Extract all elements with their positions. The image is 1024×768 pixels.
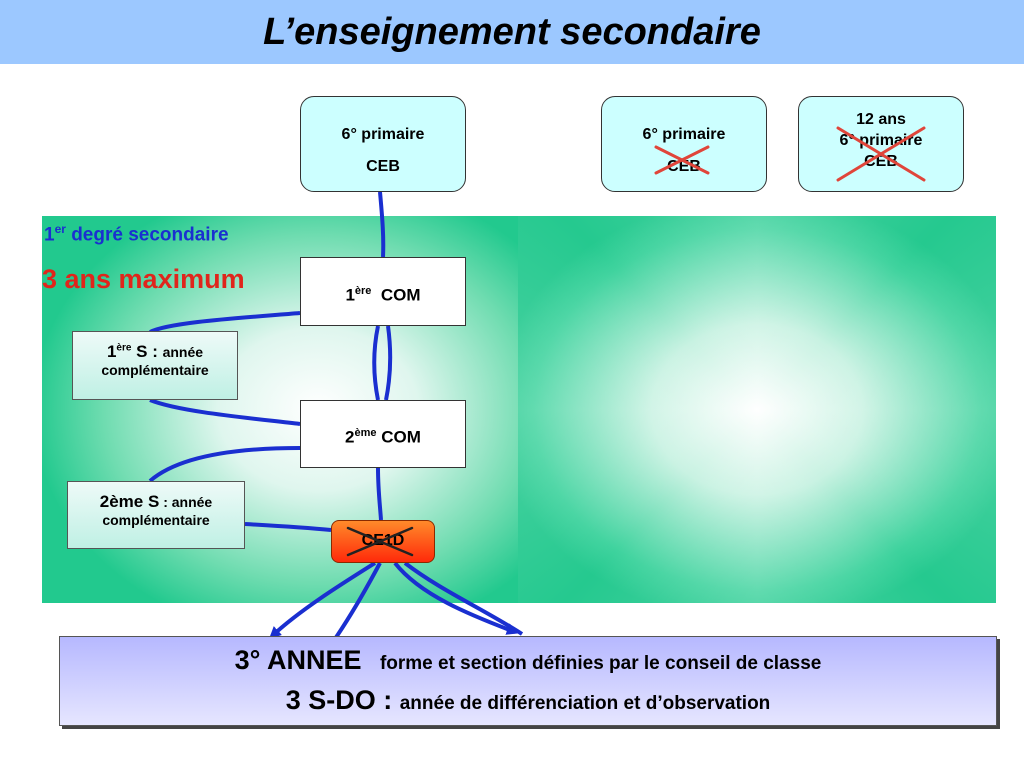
box-right-line2: 6° primaire <box>839 132 923 149</box>
connector-1s-to-2com <box>149 398 301 426</box>
degree-prefix: 1 <box>44 224 55 246</box>
degree-label: 1er degré secondaire <box>44 222 229 246</box>
arrow-ce1d-right-b <box>403 561 524 636</box>
bottom-line2-big: 3 S-DO : <box>285 685 400 715</box>
box-main-line1: 6° primaire <box>341 126 425 143</box>
com2-sup: ème <box>354 427 377 439</box>
s2-small1: : année <box>159 494 213 510</box>
box-right-line1: 12 ans <box>856 111 906 128</box>
box-3-annee: 3° ANNEE forme et section définies par l… <box>59 636 997 726</box>
connector-ceb-to-1com <box>378 191 386 258</box>
s2-big: 2ème S <box>99 492 160 511</box>
connector-1com-to-2com-a <box>372 325 380 401</box>
connector-2s-to-ce1d <box>244 522 332 532</box>
page-title: L’enseignement secondaire <box>263 10 761 53</box>
s1-big: S : <box>131 342 163 361</box>
max-label: 3 ans maximum <box>42 264 245 294</box>
com1-rest: COM <box>371 285 421 305</box>
s2-small2: complémentaire <box>102 512 210 528</box>
s1-small1: année <box>162 344 204 360</box>
box-2-s: 2ème S : année complémentaire <box>67 481 245 549</box>
panel-right-decor <box>518 216 996 603</box>
com2-rest: COM <box>376 427 421 447</box>
box-2-com: 2ème COM <box>300 400 466 468</box>
arrow-ce1d-right-a <box>393 561 519 635</box>
cross-right-b <box>836 126 926 182</box>
box-mid-line1: 6° primaire <box>642 126 726 143</box>
connector-1com-to-1s <box>149 311 301 334</box>
com1-sup: ère <box>354 285 372 297</box>
box-6-primaire-ceb: 6° primaire CEB <box>300 96 466 192</box>
s1-small2: complémentaire <box>101 362 209 378</box>
connector-2com-to-ce1d <box>376 467 383 521</box>
bottom-line2-small: année de différenciation et d’observatio… <box>399 693 771 714</box>
degree-sup: er <box>54 222 66 236</box>
connector-1com-to-2com-b <box>384 325 393 401</box>
box-1-com: 1ère COM <box>300 257 466 326</box>
title-bar: L’enseignement secondaire <box>0 0 1024 64</box>
box-main-line2: CEB <box>366 158 400 175</box>
arrow-ce1d-left <box>269 561 377 639</box>
connector-2com-to-2s <box>148 446 301 483</box>
com1-prefix: 1 <box>345 285 355 305</box>
box-12-ans: 12 ans 6° primaire CEB <box>798 96 964 192</box>
bottom-line1-big: 3° ANNEE <box>234 645 362 675</box>
box-6-primaire-no-ceb: 6° primaire CEB <box>601 96 767 192</box>
s1-prefix: 1 <box>106 342 117 361</box>
box-right-line3: CEB <box>864 153 898 170</box>
cross-ce1d-b <box>346 526 414 557</box>
box-1-s: 1ère S : année complémentaire <box>72 331 238 400</box>
bottom-line1-small: forme et section définies par le conseil… <box>379 653 822 674</box>
degree-rest: degré secondaire <box>65 224 229 246</box>
s1-sup: ère <box>116 342 132 354</box>
com2-prefix: 2 <box>345 427 355 447</box>
cross-mid-ceb-b <box>654 145 710 175</box>
